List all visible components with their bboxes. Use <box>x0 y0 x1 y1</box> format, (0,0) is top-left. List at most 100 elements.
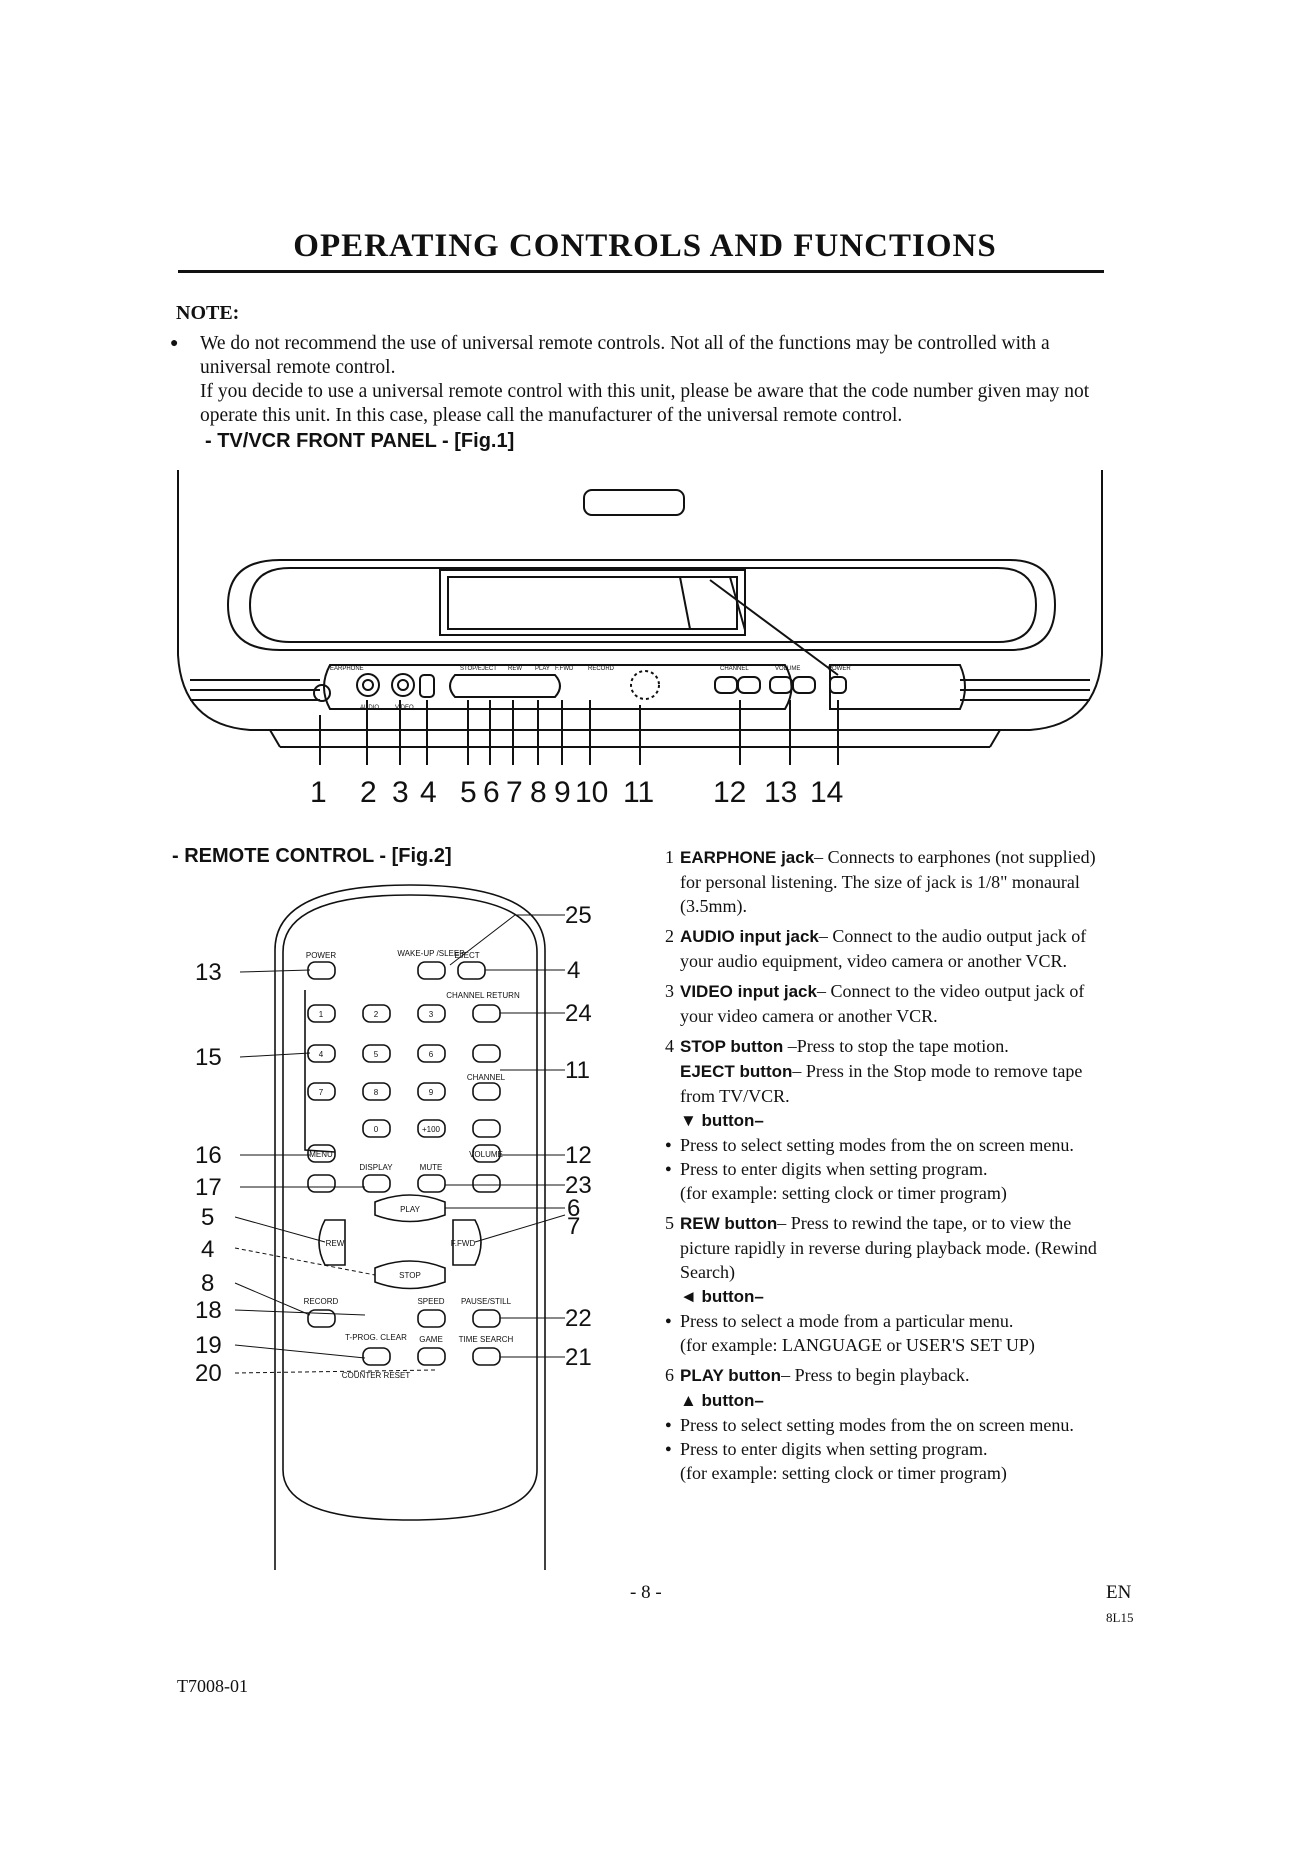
note-label: NOTE: <box>176 302 240 324</box>
panel-label-volume: VOLUME <box>775 666 800 672</box>
remote-callout-7: 7 <box>567 1213 580 1240</box>
remote-label-time-search: TIME SEARCH <box>459 1335 514 1344</box>
page-number: - 8 - <box>630 1582 662 1603</box>
remote-label-rew: REW <box>326 1239 345 1248</box>
desc-keyword: PLAY button <box>680 1366 782 1385</box>
remote-key-1: 1 <box>319 1010 324 1019</box>
remote-callout-8: 8 <box>201 1270 214 1297</box>
callout-6: 6 <box>483 776 500 809</box>
note-text-2: If you decide to use a universal remote … <box>200 381 1090 426</box>
panel-label-channel: CHANNEL <box>720 666 749 672</box>
desc-example: (for example: setting clock or timer pro… <box>680 1183 1007 1203</box>
remote-key-9: 9 <box>429 1088 434 1097</box>
remote-callout-21: 21 <box>565 1344 592 1371</box>
desc-text: – Connects to earphones (not supplied) f… <box>680 847 1096 916</box>
document-id: T7008-01 <box>177 1676 248 1696</box>
desc-item-5: 5 REW button– Press to rewind the tape, … <box>665 1213 1097 1282</box>
desc-text: – Press to begin playback. <box>781 1365 970 1385</box>
callout-11: 11 <box>623 776 654 809</box>
panel-label-record: RECORD <box>588 666 615 672</box>
remote-label-play: PLAY <box>400 1205 421 1214</box>
remote-label-channel: CHANNEL <box>467 1073 506 1082</box>
bullet-icon: ● <box>170 336 179 351</box>
panel-label-earphone: EARPHONE <box>330 666 364 672</box>
desc-item-6: 6 PLAY button– Press to begin playback. <box>665 1365 970 1385</box>
remote-callout-18: 18 <box>195 1297 222 1324</box>
desc-keyword: REW button <box>680 1214 778 1233</box>
desc-item-6-up: ▲ button– <box>680 1391 764 1410</box>
remote-label-eject: EJECT <box>454 951 479 960</box>
note-text-1: We do not recommend the use of universal… <box>200 333 1050 378</box>
remote-key-8: 8 <box>374 1088 379 1097</box>
remote-label-speed: SPEED <box>417 1297 444 1306</box>
remote-callout-24: 24 <box>565 1000 592 1027</box>
remote-label-volume: VOLUME <box>469 1150 503 1159</box>
callout-2: 2 <box>360 776 377 809</box>
remote-label-wake-up: WAKE-UP /SLEEP <box>397 949 464 958</box>
front-panel-figure: STOP/EJECT REW PLAY F.FWD RECORD CHANNEL… <box>177 470 1103 809</box>
remote-callout-20: 20 <box>195 1360 222 1387</box>
desc-item-3: 3 VIDEO input jack– Connect to the video… <box>665 981 1085 1026</box>
remote-callout-19: 19 <box>195 1332 222 1359</box>
desc-bullet: Press to select setting modes from the o… <box>665 1133 1110 1157</box>
remote-key-2: 2 <box>374 1010 379 1019</box>
remote-label-counter-reset: COUNTER RESET <box>342 1371 411 1380</box>
front-panel-heading: - TV/VCR FRONT PANEL - [Fig.1] <box>205 430 515 452</box>
callout-10: 10 <box>575 776 608 809</box>
callout-3: 3 <box>392 776 409 809</box>
remote-key-4: 4 <box>319 1050 324 1059</box>
page-title: OPERATING CONTROLS AND FUNCTIONS <box>293 228 997 264</box>
remote-callout-25: 25 <box>565 902 592 929</box>
remote-callout-23: 23 <box>565 1172 592 1199</box>
remote-callout-17: 17 <box>195 1174 222 1201</box>
remote-key-3: 3 <box>429 1010 434 1019</box>
desc-text: – Press to rewind the tape, or to view t… <box>680 1213 1097 1282</box>
panel-label-power: POWER <box>828 666 851 672</box>
callout-13: 13 <box>764 776 797 809</box>
remote-control-heading: - REMOTE CONTROL - [Fig.2] <box>172 845 452 867</box>
callout-7: 7 <box>506 776 523 809</box>
desc-text: – Connect to the audio output jack of yo… <box>680 926 1087 971</box>
desc-item-4-eject: EJECT button– Press in the Stop mode to … <box>680 1061 1083 1106</box>
note-paragraph-1: ● We do not recommend the use of univers… <box>170 332 1116 380</box>
desc-item-4-down: ▼ button– <box>680 1111 764 1130</box>
remote-label-record: RECORD <box>304 1297 339 1306</box>
remote-label-stop: STOP <box>399 1271 421 1280</box>
desc-keyword: VIDEO input jack <box>680 982 817 1001</box>
function-descriptions: 1 EARPHONE jack– Connects to earphones (… <box>665 845 1110 1485</box>
panel-label-video: VIDEO <box>395 705 414 711</box>
panel-label-rew: REW <box>508 666 522 672</box>
remote-label-tprog-clear: T-PROG. CLEAR <box>345 1333 407 1342</box>
desc-example: (for example: setting clock or timer pro… <box>680 1463 1007 1483</box>
remote-label-game: GAME <box>419 1335 443 1344</box>
desc-bullet: Press to select a mode from a particular… <box>665 1309 1110 1333</box>
desc-keyword: EARPHONE jack <box>680 848 815 867</box>
desc-bullet: Press to select setting modes from the o… <box>665 1413 1110 1437</box>
remote-key-0: 0 <box>374 1125 379 1134</box>
callout-5: 5 <box>460 776 477 809</box>
callout-12: 12 <box>713 776 746 809</box>
callout-8: 8 <box>530 776 547 809</box>
remote-control-figure: POWER WAKE-UP /SLEEP EJECT CHANNEL RETUR… <box>195 884 592 1570</box>
remote-key-5: 5 <box>374 1050 379 1059</box>
model-code: 8L15 <box>1106 1610 1134 1625</box>
callout-9: 9 <box>554 776 571 809</box>
remote-label-display: DISPLAY <box>359 1163 393 1172</box>
remote-key-7: 7 <box>319 1088 324 1097</box>
remote-callout-16: 16 <box>195 1142 222 1169</box>
remote-callout-13: 13 <box>195 959 222 986</box>
title-underline <box>178 270 1104 273</box>
remote-key-6: 6 <box>429 1050 434 1059</box>
remote-callout-22: 22 <box>565 1305 592 1332</box>
desc-text: – Connect to the video output jack of yo… <box>680 981 1085 1026</box>
desc-text: –Press to stop the tape motion. <box>783 1036 1009 1056</box>
remote-callout-6: 6 <box>567 1195 580 1222</box>
remote-callout-12: 12 <box>565 1142 592 1169</box>
panel-label-ffwd: F.FWD <box>555 666 574 672</box>
remote-label-mute: MUTE <box>420 1163 443 1172</box>
panel-label-play: PLAY <box>535 666 550 672</box>
remote-label-ffwd: F.FWD <box>451 1239 476 1248</box>
language-code: EN <box>1106 1582 1132 1603</box>
desc-example: (for example: LANGUAGE or USER'S SET UP) <box>680 1335 1035 1355</box>
remote-callout-11: 11 <box>565 1057 590 1084</box>
